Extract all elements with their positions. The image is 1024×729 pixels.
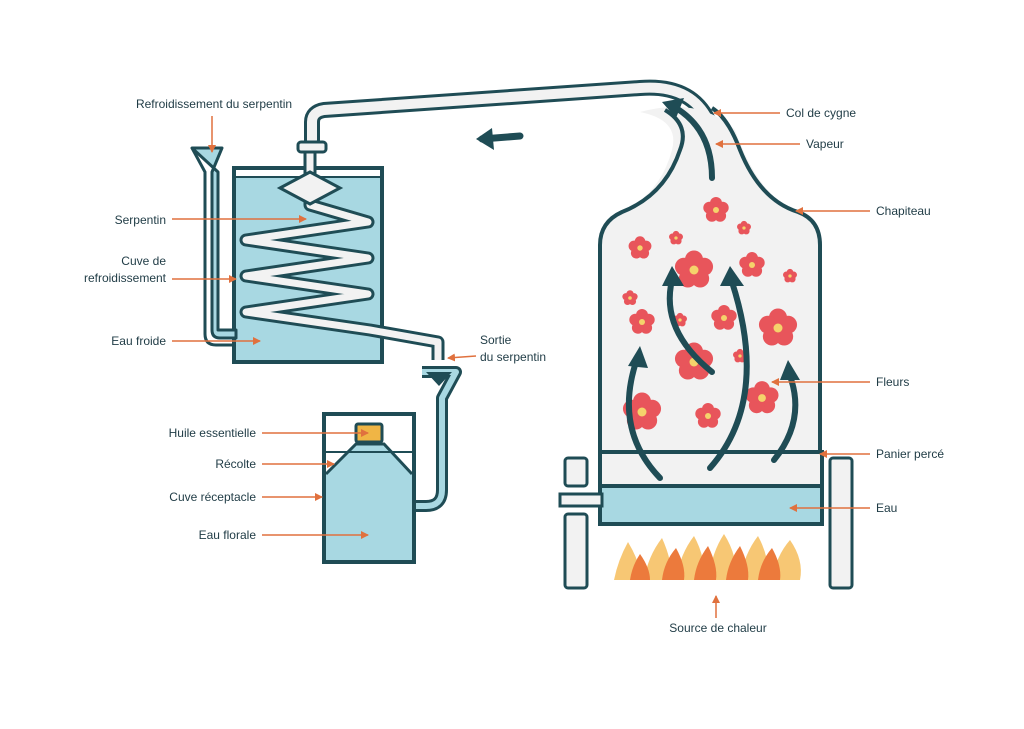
label-text: Eau florale: [199, 528, 257, 542]
receiving-funnel: [412, 366, 462, 512]
label-text: Eau froide: [111, 334, 166, 348]
stand: [563, 456, 854, 590]
receptacle-vessel: [322, 412, 416, 564]
label-cuve-receptacle: Cuve réceptacle: [169, 490, 323, 504]
label-col-de-cygne: Col de cygne: [713, 106, 856, 120]
label-source-chaleur: Source de chaleur: [669, 595, 767, 635]
label-text: refroidissement: [84, 271, 167, 285]
label-text: Huile essentielle: [169, 426, 257, 440]
cold-water-inlet: [190, 146, 238, 347]
alembic-body: [558, 106, 824, 526]
label-eau-florale: Eau florale: [199, 528, 369, 542]
label-text: Cuve de: [121, 254, 166, 268]
label-text: Fleurs: [876, 375, 909, 389]
label-text: Récolte: [215, 457, 256, 471]
label-text: du serpentin: [480, 350, 546, 364]
label-text: Vapeur: [806, 137, 844, 151]
vapor-arrows: [625, 105, 799, 481]
vapor-arrowheads: [628, 98, 800, 380]
label-refroidissement-serpentin: Refroidissement du serpentin: [136, 97, 292, 153]
label-cuve-refroidissement: Cuve de refroidissement: [84, 254, 237, 285]
label-text: Cuve réceptacle: [169, 490, 256, 504]
label-chapiteau: Chapiteau: [795, 204, 931, 218]
label-huile-essentielle: Huile essentielle: [169, 426, 369, 440]
label-panier-perce: Panier percé: [819, 447, 944, 461]
label-text: Source de chaleur: [669, 621, 766, 635]
label-text: Sortie: [480, 333, 512, 347]
label-text: Col de cygne: [786, 106, 856, 120]
label-serpentin: Serpentin: [115, 213, 307, 227]
heat-source-flames: [614, 534, 801, 580]
label-vapeur: Vapeur: [715, 137, 844, 151]
label-text: Refroidissement du serpentin: [136, 97, 292, 111]
label-eau-froide: Eau froide: [111, 334, 261, 348]
label-eau: Eau: [789, 501, 897, 515]
label-text: Panier percé: [876, 447, 944, 461]
label-text: Chapiteau: [876, 204, 931, 218]
label-recolte: Récolte: [215, 457, 335, 471]
label-sortie-serpentin: Sortie du serpentin: [447, 333, 546, 364]
label-text: Eau: [876, 501, 897, 515]
coil-serpentin: [239, 150, 445, 360]
label-fleurs: Fleurs: [771, 375, 909, 389]
label-text: Serpentin: [115, 213, 166, 227]
